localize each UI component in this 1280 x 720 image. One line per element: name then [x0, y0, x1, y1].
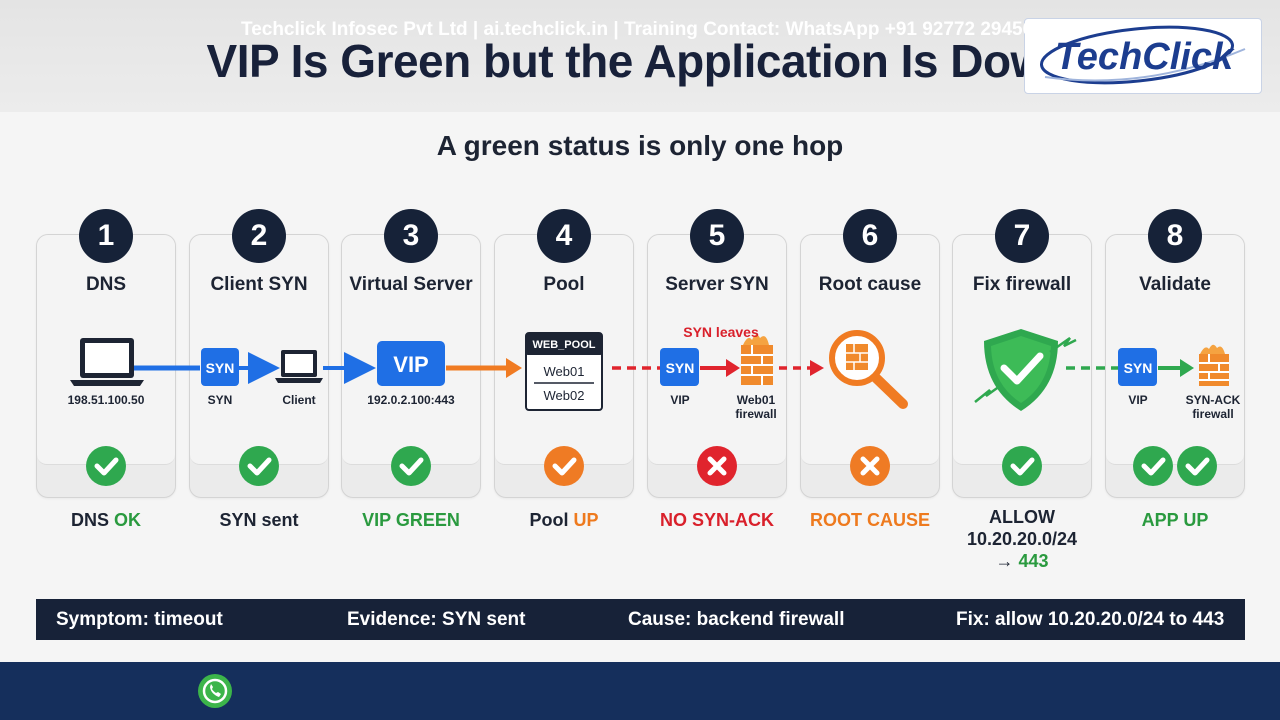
flow-diagram: SYN VIP SYN SYN — [70, 329, 1229, 411]
pool-name: WEB_POOL — [532, 339, 596, 351]
firewall-to-rootcause-arrowhead — [810, 360, 824, 376]
syn-badge-text: SYN — [206, 360, 235, 376]
logo-text: TechClick — [1055, 36, 1235, 78]
validate-syn-badge — [1118, 348, 1157, 386]
web01-caption: Web01 — [736, 393, 776, 407]
vip-ip-label: 192.0.2.100:443 — [367, 393, 455, 407]
synack-caption: SYN-ACK — [1185, 393, 1241, 407]
firewall-caption: firewall — [735, 407, 777, 421]
step-status-7: ALLOW 10.20.20.0/24 → 443 — [966, 507, 1078, 571]
step-status-6: ROOT CAUSE — [809, 510, 930, 530]
step-status-4: Pool UP — [529, 510, 599, 530]
syn-to-firewall-arrowhead — [726, 359, 740, 377]
check-icon — [1002, 446, 1042, 486]
subtitle: A green status is only one hop — [436, 130, 844, 161]
pool-box-header — [526, 333, 602, 355]
magnifier-icon — [829, 330, 908, 409]
validate-firewall-icon — [1199, 344, 1229, 386]
check-icon — [391, 446, 431, 486]
step-status-2: SYN sent — [219, 510, 299, 530]
pool-member-web02: Web02 — [543, 388, 585, 403]
vip-to-pool-arrowhead — [506, 358, 522, 378]
summary-fix: Fix: allow 10.20.20.0/24 to 443 — [956, 609, 1225, 630]
firewall-icon — [741, 334, 773, 385]
step-status-1: DNS OK — [70, 510, 141, 530]
step-status-3: VIP GREEN — [362, 510, 460, 530]
step-status-8: APP UP — [1141, 510, 1209, 530]
syn-caption: SYN — [207, 393, 233, 407]
check-icon — [239, 446, 279, 486]
summary-symptom: Symptom: timeout — [56, 609, 223, 630]
check-icon — [544, 446, 584, 486]
page-title: VIP Is Green but the Application Is Down — [206, 35, 1074, 87]
step-title-4: Pool — [543, 274, 585, 295]
validate-vip-caption: VIP — [1128, 393, 1148, 407]
step-number-2: 2 — [232, 209, 286, 263]
step-number-8: 8 — [1148, 209, 1202, 263]
server-syn-badge-text: SYN — [666, 360, 695, 376]
footer-text: Techclick Infosec Pvt Ltd | ai.techclick… — [241, 19, 1034, 40]
step-number-3: 3 — [384, 209, 438, 263]
check-icon — [1177, 446, 1217, 486]
whatsapp-icon — [198, 674, 232, 708]
vip-caption: VIP — [670, 393, 690, 407]
step-title-2: Client SYN — [210, 274, 308, 295]
summary-bar: Symptom: timeout Evidence: SYN sent Caus… — [36, 599, 1245, 640]
check-icon — [1133, 446, 1173, 486]
dns-ip-label: 198.51.100.50 — [67, 393, 145, 407]
step-title-1: DNS — [85, 274, 127, 295]
step-title-7: Fix firewall — [972, 274, 1072, 295]
step-title-5: Server SYN — [665, 274, 769, 295]
techclick-logo: TechClick — [1024, 18, 1262, 94]
validate-syn-badge-text: SYN — [1124, 360, 1153, 376]
summary-cause: Cause: backend firewall — [628, 609, 845, 630]
client-caption: Client — [282, 393, 316, 407]
check-icon — [86, 446, 126, 486]
step-number-6: 6 — [843, 209, 897, 263]
server-syn-badge — [660, 348, 699, 386]
summary-evidence: Evidence: SYN sent — [347, 609, 526, 630]
pool-member-web01: Web01 — [543, 364, 585, 379]
vip-badge — [377, 341, 445, 386]
footer — [0, 662, 1280, 720]
client-laptop-icon — [275, 350, 323, 383]
syn-leaves-label: SYN leaves — [683, 324, 759, 340]
step-title-8: Validate — [1139, 274, 1211, 295]
validate-syn-arrowhead — [1180, 359, 1194, 377]
syn-badge — [201, 348, 239, 386]
validate-firewall-caption: firewall — [1192, 407, 1234, 421]
cross-icon — [697, 446, 737, 486]
step-status-5: NO SYN-ACK — [659, 510, 774, 530]
cross-icon — [850, 446, 890, 486]
step-number-7: 7 — [995, 209, 1049, 263]
vip-badge-text: VIP — [393, 352, 428, 377]
step-number-5: 5 — [690, 209, 744, 263]
shield-icon — [974, 329, 1077, 411]
step-title-3: Virtual Server — [349, 274, 473, 295]
laptop-icon — [70, 338, 144, 386]
step-number-1: 1 — [79, 209, 133, 263]
step-number-4: 4 — [537, 209, 591, 263]
step-title-6: Root cause — [818, 274, 922, 295]
